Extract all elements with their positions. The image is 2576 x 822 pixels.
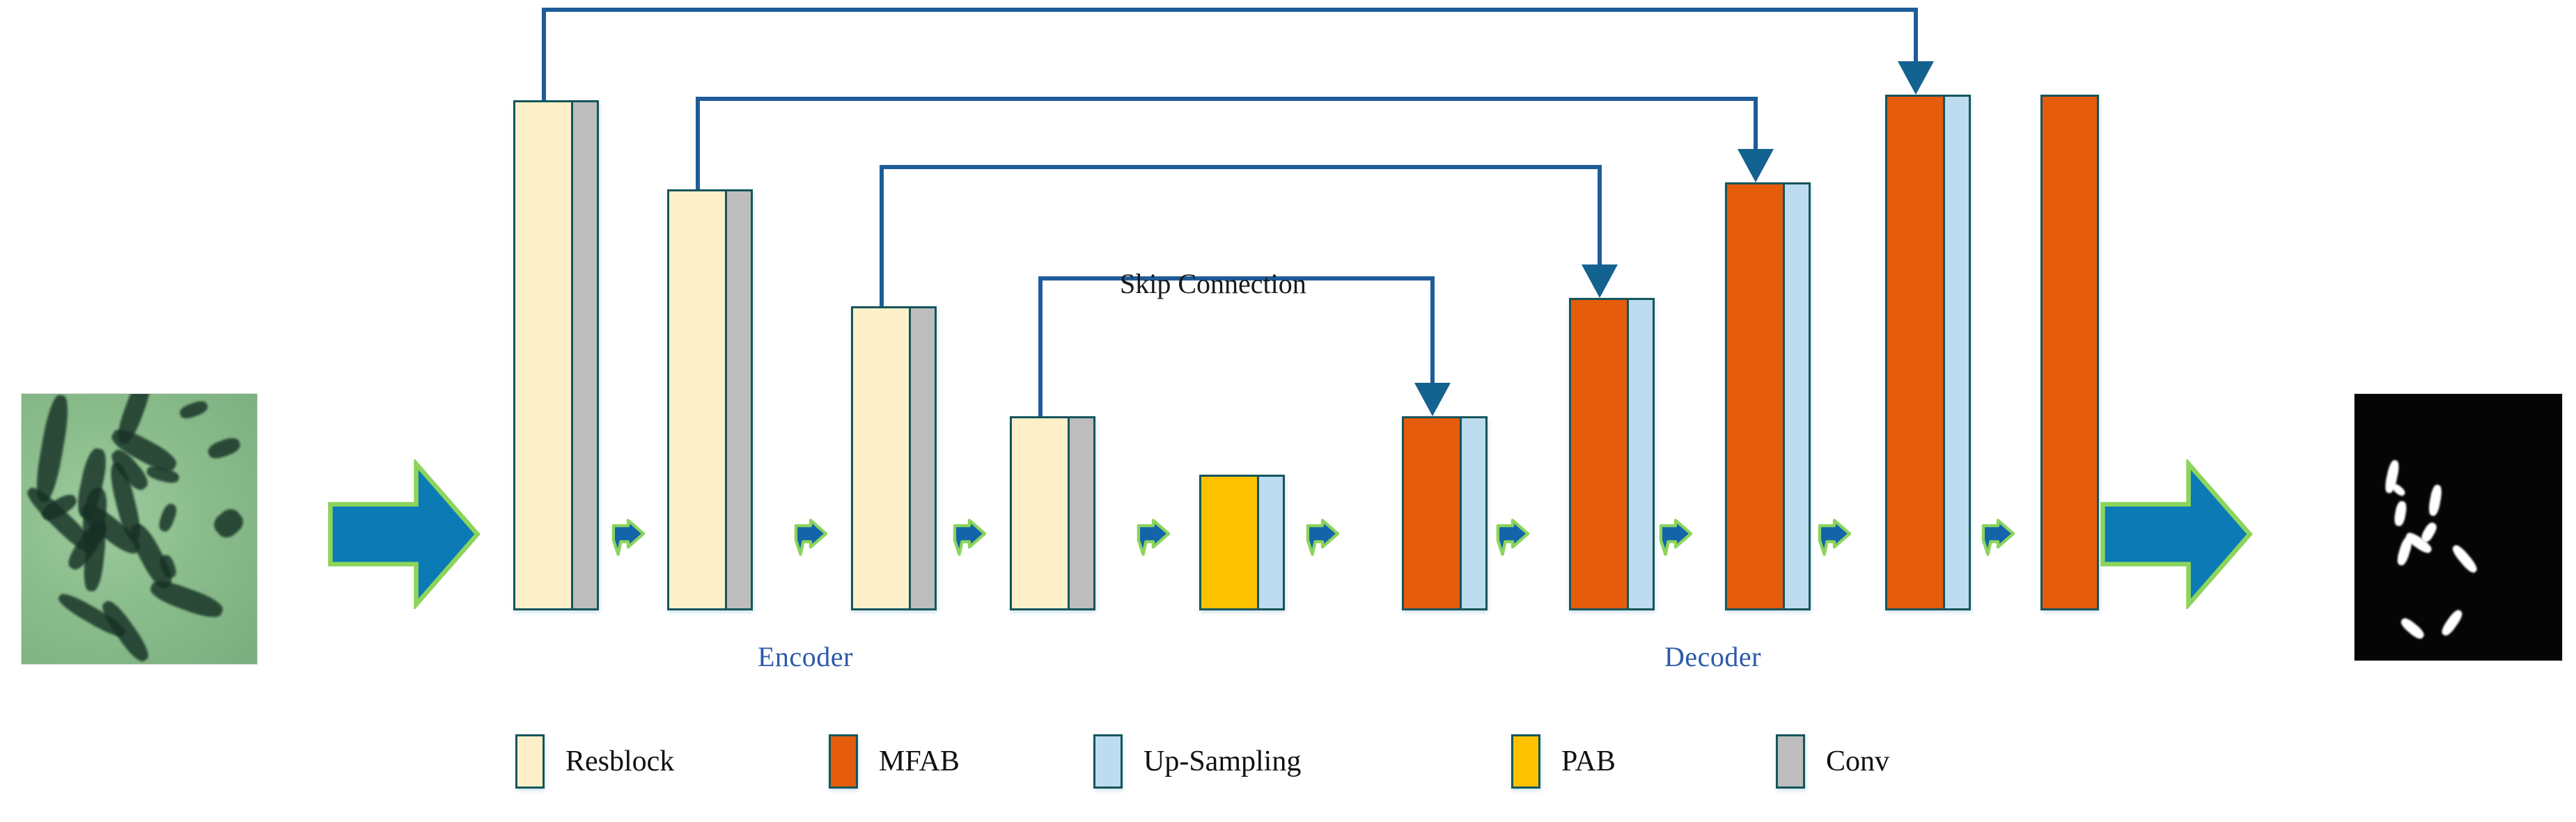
legend-item-upsampling: Up-Sampling — [1093, 734, 1301, 789]
bacteria-rod — [147, 576, 226, 622]
input-flow-arrow — [327, 457, 481, 611]
flow-arrow-1 — [611, 519, 646, 558]
block-segment-resblock — [1012, 418, 1068, 608]
block-segment-up-sampling — [1942, 97, 1969, 608]
flow-arrow-5 — [1306, 519, 1340, 558]
bacteria-rod — [2392, 500, 2408, 528]
block-segment-mfab — [1727, 184, 1783, 608]
legend-item-pab: PAB — [1511, 734, 1616, 789]
block-segment-conv — [908, 308, 935, 608]
legend-item-resblock: Resblock — [515, 734, 674, 789]
skip-1 — [542, 8, 1934, 100]
bacteria-rod — [205, 434, 242, 461]
flow-arrow-8 — [1818, 519, 1852, 558]
input-microscopy-image — [21, 393, 258, 665]
block-segment-up-sampling — [1459, 418, 1485, 608]
block-segment-resblock — [669, 191, 725, 608]
block-segment-mfab — [1571, 300, 1627, 608]
output-segmentation-mask — [2354, 393, 2563, 661]
legend-swatch-pab — [1511, 734, 1540, 789]
bacteria-rod — [210, 505, 248, 542]
legend-swatch-mfab — [829, 734, 858, 789]
legend: Resblock MFAB Up-Sampling PAB Conv — [515, 734, 2089, 804]
block-segment-conv — [570, 102, 597, 608]
encoder-block-4 — [1010, 416, 1095, 610]
encoder-block-2 — [667, 189, 753, 610]
flow-arrow-9 — [1981, 519, 2015, 558]
skip-arrowhead — [1898, 61, 1934, 95]
block-segment-resblock — [515, 102, 571, 608]
skip-connection-label: Skip Connection — [1120, 268, 1306, 299]
bacteria-rod — [2389, 482, 2407, 498]
skip-arrowhead — [1414, 383, 1451, 416]
bacteria-rod — [178, 399, 210, 422]
block-segment-pab — [1201, 477, 1257, 608]
block-segment-up-sampling — [1256, 477, 1283, 608]
skip-2 — [696, 97, 1774, 189]
bacteria-rod — [156, 503, 179, 534]
block-segment-mfab — [2043, 97, 2097, 608]
bacteria-rod — [2449, 543, 2480, 576]
encoder-group-label: Encoder — [758, 641, 853, 672]
output-flow-arrow — [2100, 457, 2253, 611]
decoder-block-1 — [1402, 416, 1488, 610]
block-segment-mfab — [1404, 418, 1460, 608]
block-segment-resblock — [853, 308, 909, 608]
skip-arrowhead — [1738, 149, 1774, 182]
legend-item-mfab: MFAB — [829, 734, 960, 789]
input-image-background — [22, 394, 257, 664]
bacteria-rod — [145, 464, 181, 486]
bacteria-rod — [2439, 608, 2465, 638]
bacteria-rod — [2427, 484, 2444, 517]
encoder-block-1 — [513, 100, 599, 610]
bottleneck-pab-block — [1199, 475, 1285, 610]
legend-label-conv: Conv — [1826, 745, 1890, 777]
decoder-block-2 — [1569, 298, 1655, 610]
block-segment-mfab — [1887, 97, 1943, 608]
block-segment-conv — [1067, 418, 1093, 608]
block-segment-up-sampling — [1626, 300, 1653, 608]
flow-arrow-7 — [1659, 519, 1693, 558]
flow-arrow-2 — [794, 519, 828, 558]
bacteria-rod — [2398, 615, 2427, 642]
legend-swatch-upsampling — [1093, 734, 1123, 789]
encoder-block-3 — [851, 306, 937, 610]
flow-arrow-4 — [1137, 519, 1171, 558]
legend-swatch-conv — [1776, 734, 1805, 789]
bacteria-rod — [32, 394, 72, 503]
legend-swatch-resblock — [515, 734, 545, 789]
decoder-block-4 — [1885, 95, 1971, 610]
decoder-group-label: Decoder — [1664, 641, 1761, 672]
legend-label-resblock: Resblock — [565, 745, 675, 777]
block-segment-conv — [724, 191, 751, 608]
legend-item-conv: Conv — [1776, 734, 1889, 789]
legend-label-pab: PAB — [1561, 745, 1616, 777]
legend-label-mfab: MFAB — [879, 745, 960, 777]
decoder-block-3 — [1725, 182, 1811, 610]
skip-arrowhead — [1582, 264, 1618, 298]
block-segment-up-sampling — [1782, 184, 1809, 608]
output-conv-block — [2040, 95, 2099, 610]
legend-label-upsampling: Up-Sampling — [1143, 745, 1302, 777]
flow-arrow-6 — [1496, 519, 1530, 558]
output-image-background — [2355, 394, 2562, 661]
flow-arrow-3 — [953, 519, 987, 558]
